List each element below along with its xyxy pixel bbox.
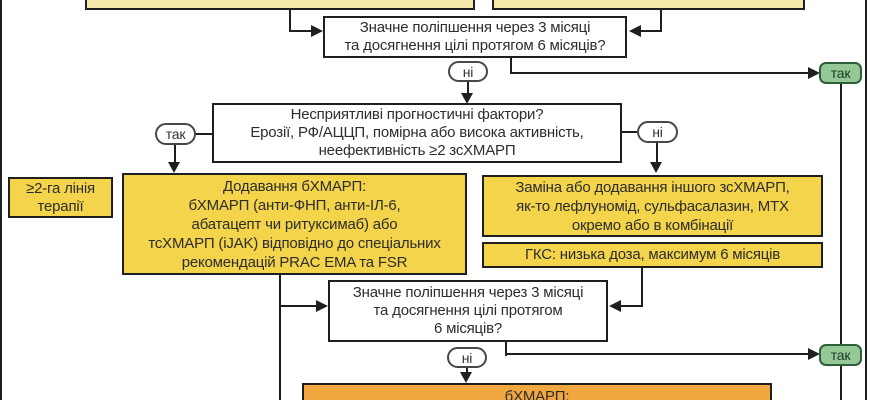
treatment-text-line: окремо або в комбінації bbox=[571, 216, 734, 234]
arrowhead bbox=[311, 25, 323, 37]
connector-line bbox=[656, 143, 658, 162]
connector-line bbox=[289, 8, 291, 32]
yes-connector-left: так bbox=[155, 123, 196, 145]
decision-text-line: неефективність ≥2 зсХМАРП bbox=[318, 142, 516, 159]
decision-significant-improvement-1: Значне поліпшення через 3 місяці та дося… bbox=[323, 16, 627, 58]
arrowhead bbox=[629, 25, 641, 37]
decision-prognostic-factors: Несприятливі прогностичні фактори? Ерозі… bbox=[212, 103, 622, 163]
arrowhead bbox=[168, 162, 180, 173]
arrowhead bbox=[316, 300, 328, 312]
no-label: ні bbox=[461, 349, 473, 366]
decision-text-line: Значне поліпшення через 3 місяці bbox=[352, 284, 584, 301]
connector-line bbox=[279, 275, 281, 400]
arrowhead bbox=[609, 300, 621, 312]
yes-label: так bbox=[830, 347, 851, 363]
arrowhead bbox=[808, 348, 820, 360]
treatment-text-line: Заміна або додавання іншого зсХМАРП, bbox=[515, 178, 790, 196]
connector-line bbox=[289, 30, 313, 32]
truncated-node-top-left bbox=[85, 0, 475, 10]
treatment-text-line: абатацепт чи ритуксимаб) або bbox=[191, 215, 398, 233]
no-connector-2: ні bbox=[637, 121, 678, 143]
yes-connector-1: так bbox=[819, 62, 862, 84]
decision-text-line: 6 місяців? bbox=[433, 320, 502, 337]
treatment-add-bdmard: Додавання бХМАРП: бХМАРП (анти-ФНП, анти… bbox=[122, 173, 467, 275]
treatment-text-line: Додавання бХМАРП: bbox=[222, 177, 367, 195]
decision-text-line: та досягнення цілі протягом bbox=[373, 302, 563, 319]
frame-right-border bbox=[865, 0, 867, 400]
decision-significant-improvement-2: Значне поліпшення через 3 місяці та дося… bbox=[328, 280, 608, 342]
stage-label-line: терапії bbox=[37, 197, 84, 215]
arrowhead bbox=[460, 372, 472, 383]
connector-line bbox=[840, 84, 842, 400]
connector-line bbox=[660, 8, 662, 32]
stage-label-second-line-therapy: ≥2-га лінія терапії bbox=[8, 177, 113, 218]
arrowhead bbox=[808, 67, 820, 79]
connector-line bbox=[174, 145, 176, 162]
connector-line bbox=[505, 353, 810, 355]
decision-text-line: Ерозії, РФ/АЦЦП, помірна або висока акти… bbox=[250, 124, 584, 141]
treatment-text-line: тсХМАРП (іJAK) відповідно до спеціальних bbox=[148, 234, 441, 252]
no-label: ні bbox=[462, 63, 474, 80]
connector-line bbox=[641, 268, 643, 307]
treatment-text-line: як-то лефлуномід, сульфасалазин, MTX bbox=[516, 197, 789, 215]
connector-line bbox=[641, 30, 662, 32]
connector-line bbox=[505, 342, 507, 356]
connector-line bbox=[510, 72, 810, 74]
treatment-text-line: рекомендацій PRAC EMA та FSR bbox=[181, 253, 408, 271]
no-connector-3: ні bbox=[447, 347, 487, 368]
no-connector-1: ні bbox=[448, 61, 488, 82]
frame-left-border bbox=[0, 0, 2, 400]
connector-line bbox=[622, 131, 637, 133]
treatment-bdmard-bottom: бХМАРП: bbox=[302, 383, 772, 400]
connector-line bbox=[279, 305, 317, 307]
connector-line bbox=[196, 133, 212, 135]
decision-text-line: Значне поліпшення через 3 місяці bbox=[359, 19, 591, 36]
connector-line bbox=[467, 82, 469, 94]
decision-text-line: Несприятливі прогностичні фактори? bbox=[290, 106, 544, 123]
decision-text-line: та досягнення цілі протягом 6 місяців? bbox=[344, 37, 606, 54]
no-label: ні bbox=[652, 124, 663, 140]
treatment-gcs: ГКС: низька доза, максимум 6 місяців bbox=[482, 242, 823, 268]
yes-connector-2: так bbox=[819, 344, 862, 366]
connector-line bbox=[620, 305, 643, 307]
yes-label: так bbox=[165, 126, 186, 142]
stage-label-line: ≥2-га лінія bbox=[26, 179, 95, 197]
connector-line bbox=[466, 368, 468, 375]
treatment-text-line: бХМАРП (анти-ФНП, анти-ІЛ-6, bbox=[188, 196, 401, 214]
arrowhead bbox=[650, 162, 662, 173]
yes-label: так bbox=[830, 65, 851, 81]
treatment-text-line: бХМАРП: bbox=[504, 388, 570, 400]
connector-line bbox=[510, 58, 512, 74]
arrowhead bbox=[461, 93, 473, 104]
treatment-switch-csdmard: Заміна або додавання іншого зсХМАРП, як-… bbox=[482, 175, 823, 237]
truncated-node-top-right bbox=[492, 0, 805, 10]
treatment-text-line: ГКС: низька доза, максимум 6 місяців bbox=[524, 246, 781, 263]
